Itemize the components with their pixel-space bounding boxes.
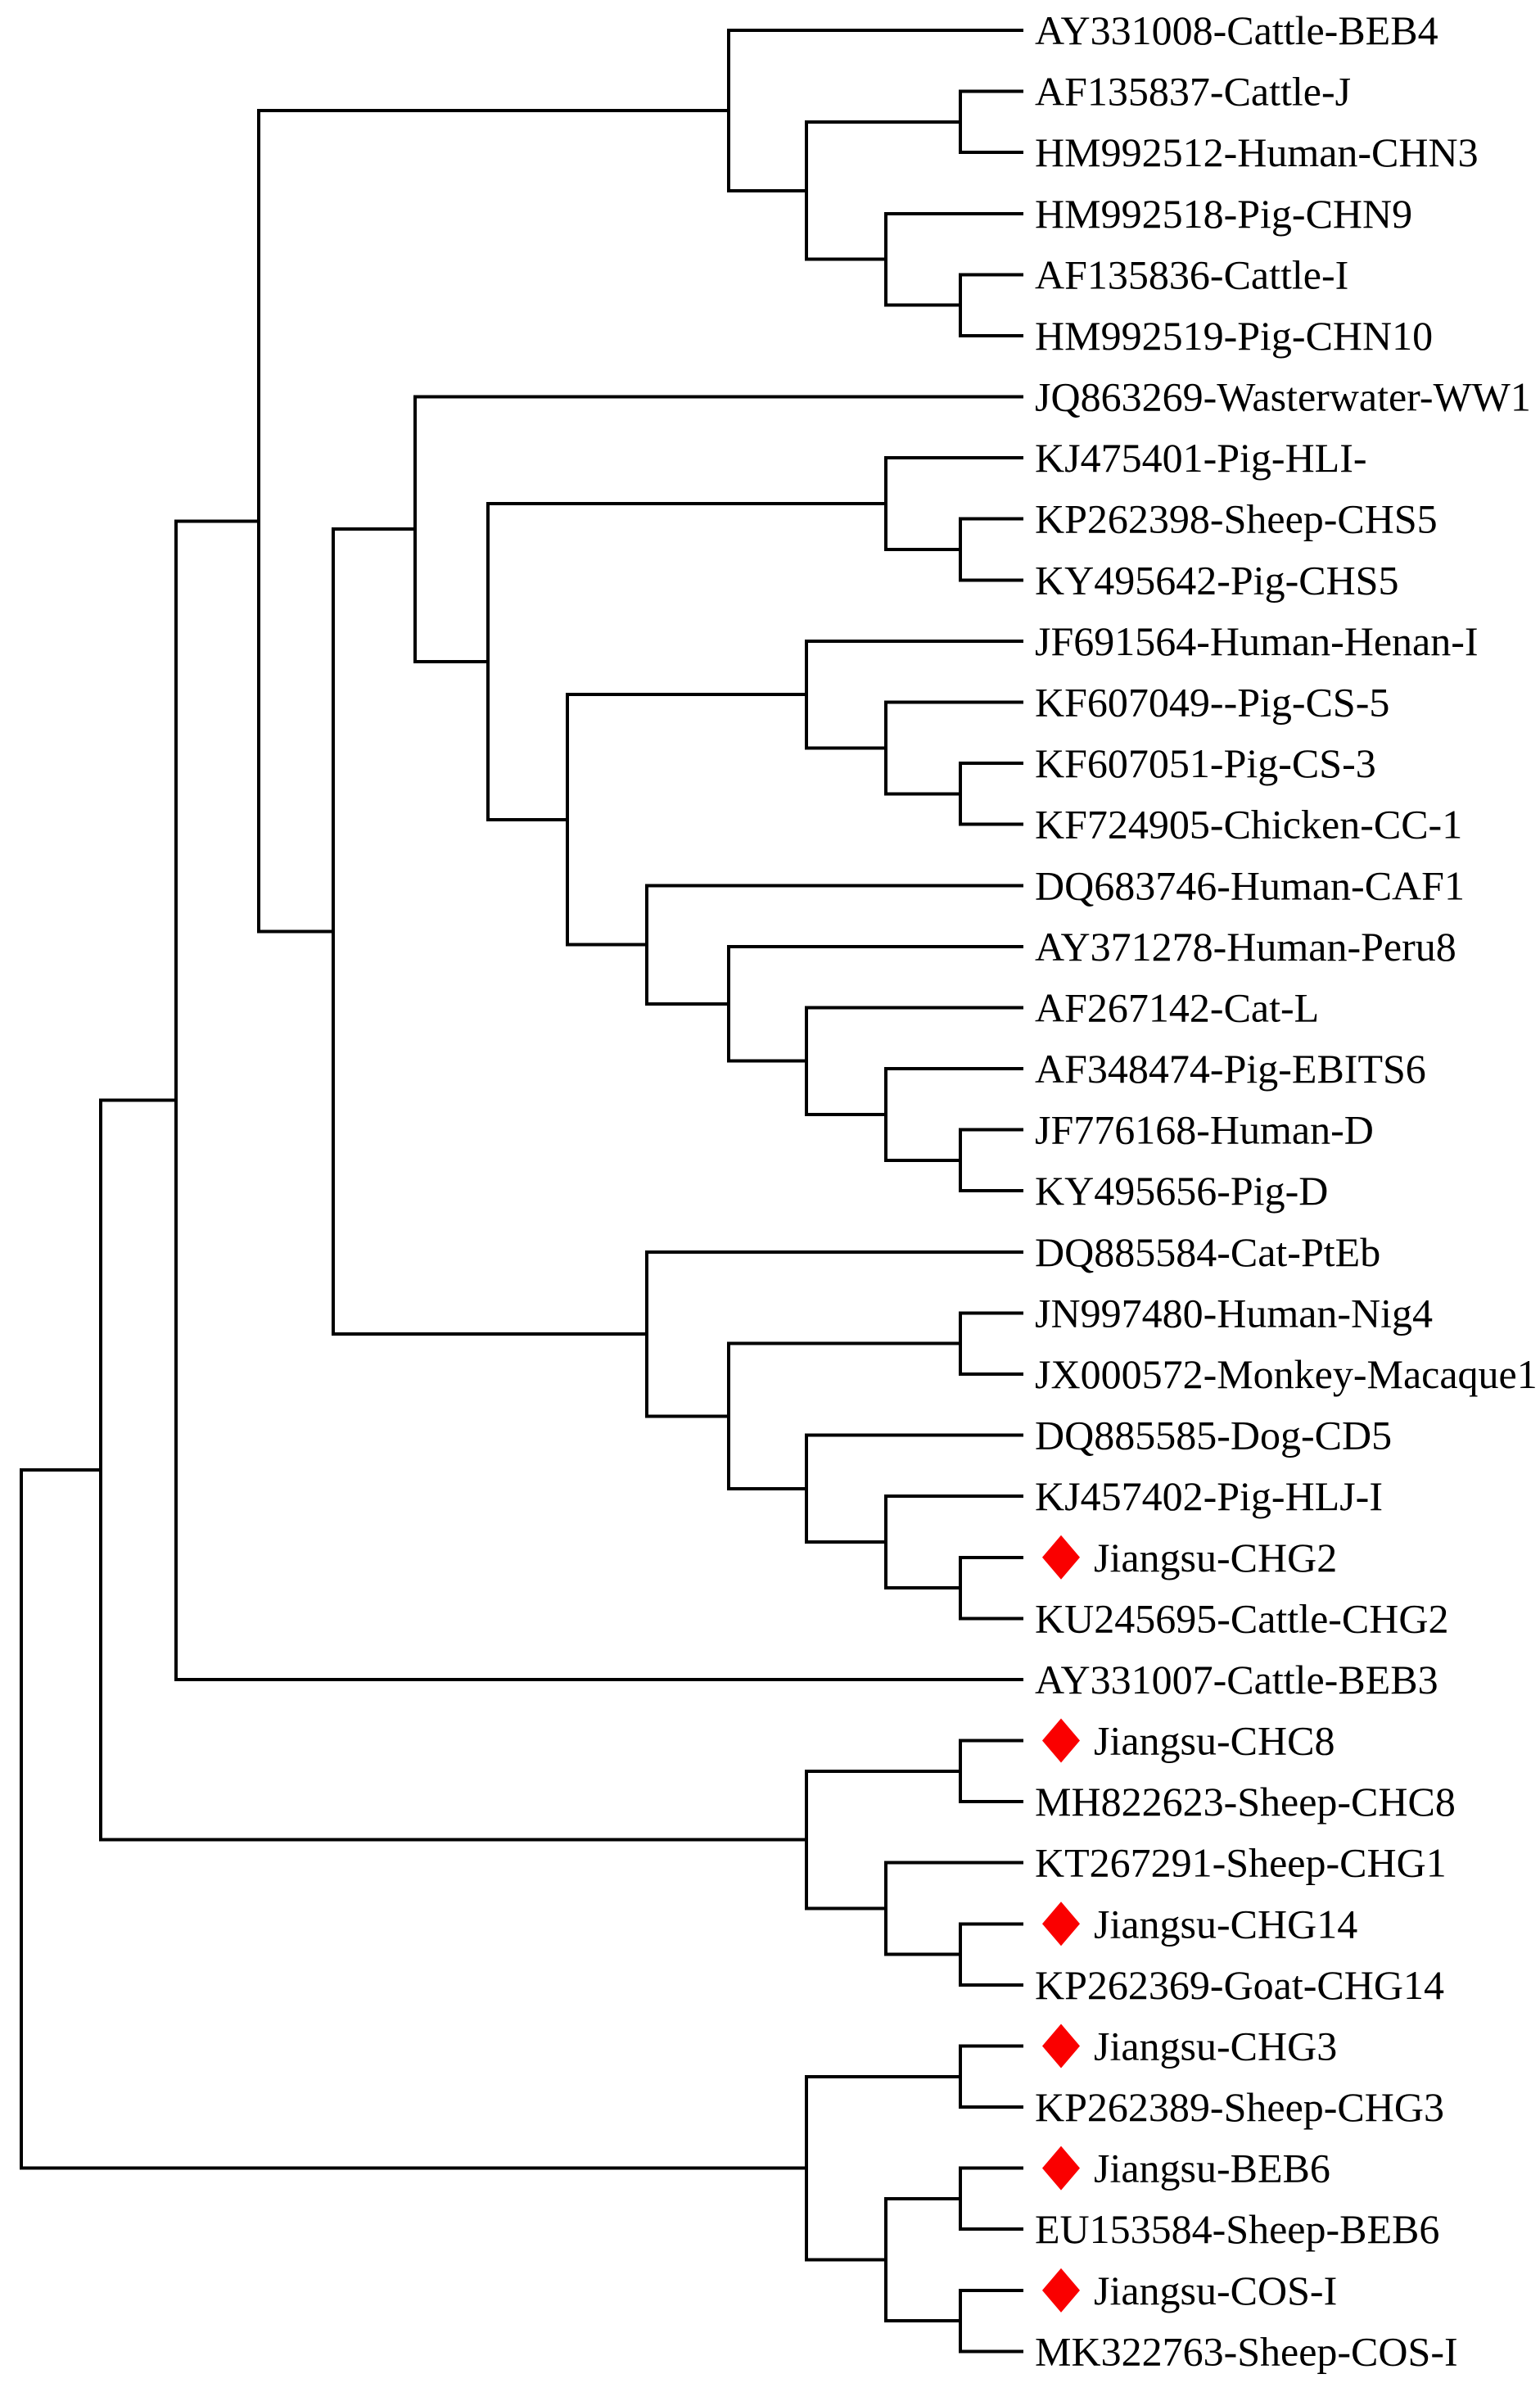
leaf-markers — [1042, 1535, 1080, 2313]
taxon-label: AY331008-Cattle-BEB4 — [1035, 7, 1438, 53]
diamond-marker-icon — [1042, 2024, 1080, 2069]
taxon-label: KP262389-Sheep-CHG3 — [1035, 2084, 1444, 2130]
diamond-marker-icon — [1042, 2146, 1080, 2191]
taxon-label: AF135837-Cattle-J — [1035, 69, 1351, 115]
taxon-label: AF348474-Pig-EBITS6 — [1035, 1046, 1426, 1092]
taxon-label: Jiangsu-CHG3 — [1094, 2023, 1337, 2069]
taxon-label: HM992518-Pig-CHN9 — [1035, 191, 1412, 237]
taxon-label: KU245695-Cattle-CHG2 — [1035, 1595, 1449, 1641]
taxon-label: JX000572-Monkey-Macaque1 — [1035, 1351, 1538, 1397]
taxon-label: KF724905-Chicken-CC-1 — [1035, 802, 1462, 848]
taxon-label: HM992512-Human-CHN3 — [1035, 129, 1479, 175]
diamond-marker-icon — [1042, 1718, 1080, 1763]
taxon-label: JQ863269-Wasterwater-WW1 — [1035, 374, 1531, 420]
taxon-label: EU153584-Sheep-BEB6 — [1035, 2206, 1439, 2252]
taxon-label: KY495656-Pig-D — [1035, 1168, 1328, 1214]
taxon-label: Jiangsu-CHC8 — [1094, 1718, 1335, 1764]
taxon-label: KP262398-Sheep-CHS5 — [1035, 496, 1438, 542]
taxon-label: DQ683746-Human-CAF1 — [1035, 862, 1465, 908]
branch-lines — [20, 29, 1023, 2354]
taxon-label: AF135836-Cattle-I — [1035, 251, 1348, 297]
taxon-label: KF607049--Pig-CS-5 — [1035, 679, 1389, 725]
taxon-label: KT267291-Sheep-CHG1 — [1035, 1840, 1447, 1886]
taxon-label: AF267142-Cat-L — [1035, 984, 1319, 1030]
taxon-label: KF607051-Pig-CS-3 — [1035, 740, 1376, 786]
taxon-label: AY331007-Cattle-BEB3 — [1035, 1657, 1438, 1702]
taxon-label: Jiangsu-BEB6 — [1094, 2146, 1330, 2191]
taxon-label: JF691564-Human-Henan-I — [1035, 618, 1479, 664]
taxon-label: JN997480-Human-Nig4 — [1035, 1290, 1433, 1336]
taxon-label: KJ475401-Pig-HLI- — [1035, 435, 1367, 481]
taxon-label: HM992519-Pig-CHN10 — [1035, 313, 1433, 359]
taxon-label: Jiangsu-CHG2 — [1094, 1535, 1337, 1580]
taxon-label: MK322763-Sheep-COS-I — [1035, 2328, 1458, 2374]
taxon-label: Jiangsu-COS-I — [1094, 2268, 1337, 2313]
taxon-label: AY371278-Human-Peru8 — [1035, 924, 1456, 970]
diamond-marker-icon — [1042, 1535, 1080, 1580]
taxon-label: Jiangsu-CHG14 — [1094, 1901, 1357, 1947]
diamond-marker-icon — [1042, 1901, 1080, 1947]
taxon-label: DQ885585-Dog-CD5 — [1035, 1413, 1392, 1458]
taxon-label: MH822623-Sheep-CHC8 — [1035, 1779, 1456, 1825]
taxon-label: KJ457402-Pig-HLJ-I — [1035, 1473, 1383, 1519]
taxon-label: DQ885584-Cat-PtEb — [1035, 1229, 1380, 1275]
taxon-label: KP262369-Goat-CHG14 — [1035, 1962, 1444, 2008]
taxon-label: JF776168-Human-D — [1035, 1107, 1374, 1153]
diamond-marker-icon — [1042, 2268, 1080, 2313]
taxon-label: KY495642-Pig-CHS5 — [1035, 557, 1398, 603]
